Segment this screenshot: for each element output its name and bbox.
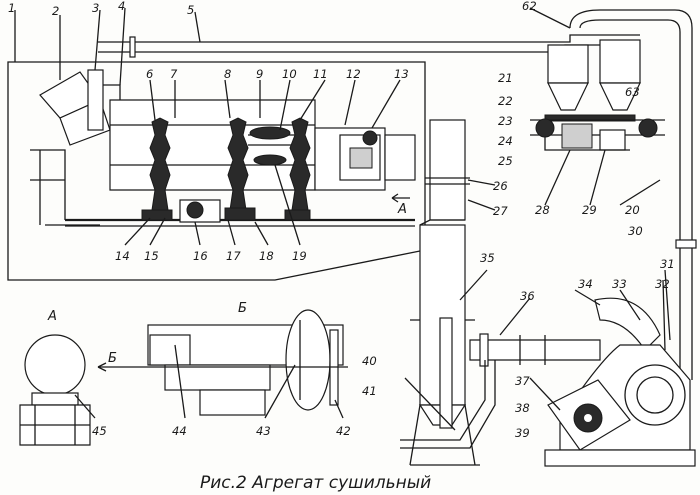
part-label: 18 [259, 249, 274, 263]
figure-caption: Рис.2 Агрегат сушильный [200, 473, 431, 493]
view-b-label: Б [238, 301, 247, 316]
part-label: 38 [515, 401, 530, 415]
base-frame [30, 149, 415, 227]
part-label: 13 [394, 67, 409, 81]
part-label: 2 [52, 4, 59, 18]
part-label: 20 [625, 203, 640, 217]
part-label: 24 [498, 134, 513, 148]
part-label: 5 [187, 3, 194, 17]
part-label: 9 [256, 67, 263, 81]
fan-unit [544, 379, 696, 467]
pipe-40 [400, 360, 496, 449]
loading-hopper [39, 69, 121, 190]
view-a-label: А [47, 309, 57, 324]
part-label: 16 [193, 249, 208, 263]
part-label: 14 [115, 249, 130, 263]
part-label: 17 [226, 249, 241, 263]
part-label: 25 [498, 154, 513, 168]
part-label: 31 [660, 257, 675, 271]
part-label: 10 [282, 67, 297, 81]
part-label: 26 [493, 179, 508, 193]
part-label: 7 [170, 67, 178, 81]
part-label: 1 [8, 1, 15, 15]
part-label: 33 [612, 277, 627, 291]
part-label: 40 [362, 354, 377, 368]
part-label: 22 [498, 94, 513, 108]
part-label: 11 [313, 67, 328, 81]
dryer-drum [109, 99, 316, 191]
part-label: 63 [625, 85, 640, 99]
part-label: 4 [118, 0, 125, 13]
part-label: 41 [362, 384, 377, 398]
part-label: 36 [520, 289, 535, 303]
part-label: 28 [535, 203, 550, 217]
pipe-36 [469, 333, 601, 367]
part-label: 42 [336, 424, 351, 438]
arrow-a-marker [391, 193, 410, 203]
part-label: 62 [522, 0, 537, 13]
part-label: 21 [498, 71, 513, 85]
part-label: 37 [515, 374, 530, 388]
part-label: 35 [480, 251, 495, 265]
part-label: 12 [346, 67, 361, 81]
part-label: 27 [493, 204, 508, 218]
part-label: 45 [92, 424, 107, 438]
return-duct [569, 9, 697, 380]
arrow-a-label: А [397, 202, 407, 217]
main-assembly [7, 61, 426, 281]
part-label: 23 [498, 114, 513, 128]
part-label: 44 [172, 424, 187, 438]
view-b [120, 309, 348, 416]
part-label: 30 [628, 224, 643, 238]
part-label: 43 [256, 424, 271, 438]
arrow-b-label: Б [108, 351, 117, 366]
exhaust-stack [409, 119, 480, 466]
part-label: 6 [146, 67, 153, 81]
part-label: 15 [144, 249, 159, 263]
part-label: 29 [582, 203, 597, 217]
leader-lines [14, 7, 671, 431]
part-label: 3 [92, 1, 99, 15]
drum-supports [149, 117, 311, 211]
view-a [19, 334, 120, 446]
part-label: 19 [292, 249, 307, 263]
feed-hoppers [530, 39, 665, 151]
part-label: 34 [578, 277, 593, 291]
part-labels: 1 2 3 4 5 62 21 22 23 24 25 63 6 7 8 9 1… [8, 0, 675, 440]
part-label: 39 [515, 426, 530, 440]
part-label: 8 [224, 67, 231, 81]
part-label: 32 [655, 277, 670, 291]
drive-unit [314, 127, 416, 191]
